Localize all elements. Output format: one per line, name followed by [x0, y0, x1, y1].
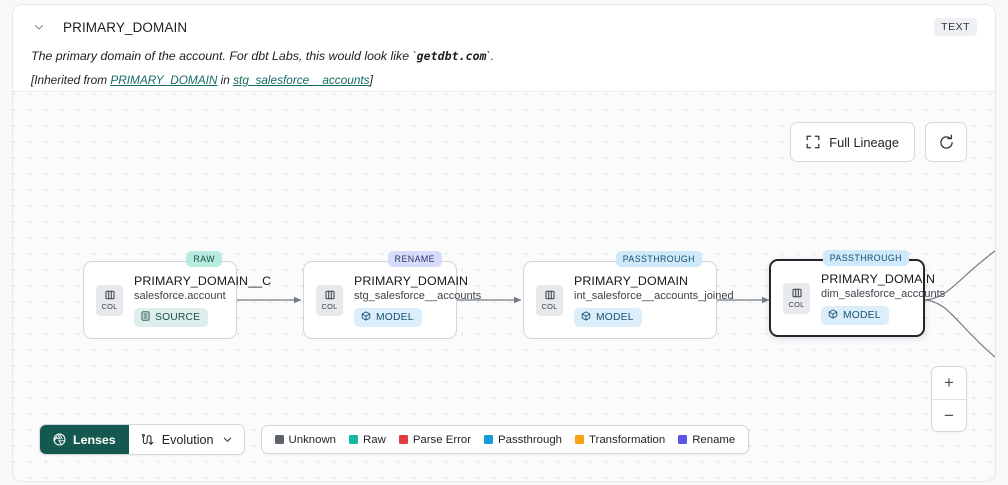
node-title: PRIMARY_DOMAIN — [354, 273, 469, 288]
lineage-canvas[interactable]: Full Lineage RAW — [13, 93, 995, 481]
node-lens-tag: PASSTHROUGH — [822, 250, 909, 266]
legend-item[interactable]: Unknown — [274, 433, 337, 446]
legend-label: Passthrough — [498, 433, 563, 446]
legend-swatch-unknown — [274, 435, 284, 444]
cube-icon — [828, 308, 838, 322]
legend-item[interactable]: Raw — [349, 434, 386, 446]
node-title: PRIMARY_DOMAIN__C — [134, 273, 272, 288]
chevron-down-icon[interactable] — [31, 19, 47, 35]
full-lineage-button[interactable]: Full Lineage — [790, 122, 915, 162]
lens-legend: Unknown Raw Parse Error Passthrough — [260, 425, 750, 454]
column-type-badge: TEXT — [934, 18, 977, 36]
legend-item[interactable]: Transformation — [575, 434, 665, 446]
node-kind-badge: MODEL — [821, 305, 889, 325]
description-code: getdbt.com — [416, 49, 487, 63]
inherited-mid: in — [217, 73, 234, 87]
canvas-toolbar: Full Lineage — [790, 122, 967, 162]
column-description: The primary domain of the account. For d… — [31, 48, 977, 64]
node-kind-badge: MODEL — [354, 307, 422, 327]
zoom-controls: + − — [931, 366, 967, 432]
inherited-from-note: [Inherited from PRIMARY_DOMAIN in stg_sa… — [31, 73, 977, 87]
col-icon: COL — [536, 284, 563, 316]
node-kind-label: MODEL — [596, 311, 634, 323]
node-subtitle: int_salesforce__accounts_joined — [574, 289, 734, 302]
zoom-in-button[interactable]: + — [944, 373, 954, 392]
col-icon-label: COL — [101, 302, 118, 311]
legend-item[interactable]: Parse Error — [398, 433, 472, 446]
node-title: PRIMARY_DOMAIN — [821, 271, 936, 286]
card-header: PRIMARY_DOMAIN TEXT The primary domain o… — [13, 5, 995, 92]
node-subtitle: stg_salesforce__accounts — [354, 289, 482, 302]
node-body: PRIMARY_DOMAIN__C salesforce.account SOU… — [134, 274, 271, 327]
refresh-icon — [938, 134, 955, 151]
node-kind-badge: SOURCE — [134, 307, 209, 327]
refresh-button[interactable] — [925, 122, 967, 162]
lenses-label: Lenses — [73, 432, 116, 447]
title-row: PRIMARY_DOMAIN — [31, 16, 977, 38]
lenses-button[interactable]: Lenses — [40, 425, 129, 454]
bottom-toolbar: Lenses Evolution — [39, 424, 750, 455]
lineage-node-intermediate[interactable]: PASSTHROUGH COL PRIMARY_DOMAIN int_sales… — [523, 251, 734, 339]
inherited-model-link[interactable]: stg_salesforce__accounts — [233, 73, 370, 87]
zoom-out-button[interactable]: − — [932, 399, 966, 431]
node-subtitle: dim_salesforce_accounts — [821, 287, 946, 300]
legend-label: Rename — [692, 433, 736, 446]
col-icon: COL — [783, 282, 810, 314]
legend-swatch-transformation — [575, 435, 585, 444]
legend-label: Raw — [363, 433, 386, 446]
node-lens-tag: RAW — [186, 251, 222, 267]
legend-swatch-rename — [678, 435, 688, 444]
node-lens-tag: RENAME — [387, 251, 442, 267]
cube-icon — [581, 310, 591, 324]
page-title: PRIMARY_DOMAIN — [63, 19, 188, 35]
inherited-suffix: ] — [369, 73, 373, 87]
description-prefix: The primary domain of the account. For d… — [31, 49, 417, 63]
chevron-down-icon — [222, 434, 233, 445]
node-title: PRIMARY_DOMAIN — [574, 273, 689, 288]
col-icon: COL — [316, 284, 343, 316]
node-kind-label: MODEL — [843, 309, 881, 321]
inherited-column-link[interactable]: PRIMARY_DOMAIN — [110, 73, 218, 87]
node-kind-badge: MODEL — [574, 307, 642, 327]
node-kind-label: MODEL — [376, 311, 414, 323]
full-lineage-label: Full Lineage — [829, 134, 899, 150]
col-icon: COL — [96, 284, 123, 316]
cube-icon — [361, 310, 371, 324]
legend-swatch-passthrough — [484, 435, 494, 444]
evolution-dropdown[interactable]: Evolution — [128, 425, 244, 454]
node-kind-label: SOURCE — [155, 311, 201, 323]
legend-label: Unknown — [288, 433, 337, 446]
evolution-icon — [140, 433, 154, 447]
node-lens-tag: PASSTHROUGH — [615, 251, 702, 267]
node-body: PRIMARY_DOMAIN dim_salesforce_accounts M… — [821, 272, 945, 325]
legend-swatch-raw — [349, 435, 359, 444]
col-icon-label: COL — [788, 300, 805, 309]
legend-label: Transformation — [589, 433, 666, 446]
aperture-icon — [53, 433, 66, 446]
node-subtitle: salesforce.account — [134, 289, 226, 302]
node-body: PRIMARY_DOMAIN stg_salesforce__accounts … — [354, 274, 481, 327]
inherited-prefix: [Inherited from — [31, 73, 111, 87]
column-detail-card: PRIMARY_DOMAIN TEXT The primary domain o… — [12, 4, 996, 482]
description-suffix: `. — [486, 49, 495, 63]
lenses-segmented-control: Lenses Evolution — [39, 424, 245, 455]
lineage-node-dim-selected[interactable]: PASSTHROUGH COL PRIMARY_DOMAIN dim_sales… — [769, 250, 945, 337]
col-icon-label: COL — [541, 302, 558, 311]
lineage-node-source[interactable]: RAW COL PRIMARY_DOMAIN__C salesforce.acc… — [83, 251, 271, 339]
legend-swatch-parse-error — [398, 435, 408, 444]
database-icon — [141, 310, 150, 324]
expand-icon — [806, 135, 820, 149]
node-body: PRIMARY_DOMAIN int_salesforce__accounts_… — [574, 274, 734, 327]
evolution-label: Evolution — [161, 432, 214, 447]
col-icon-label: COL — [321, 302, 338, 311]
legend-label: Parse Error — [412, 433, 472, 446]
lineage-node-staging[interactable]: RENAME COL PRIMARY_DOMAIN stg_salesforce… — [303, 251, 481, 339]
legend-item[interactable]: Rename — [678, 434, 735, 446]
legend-item[interactable]: Passthrough — [484, 434, 562, 446]
